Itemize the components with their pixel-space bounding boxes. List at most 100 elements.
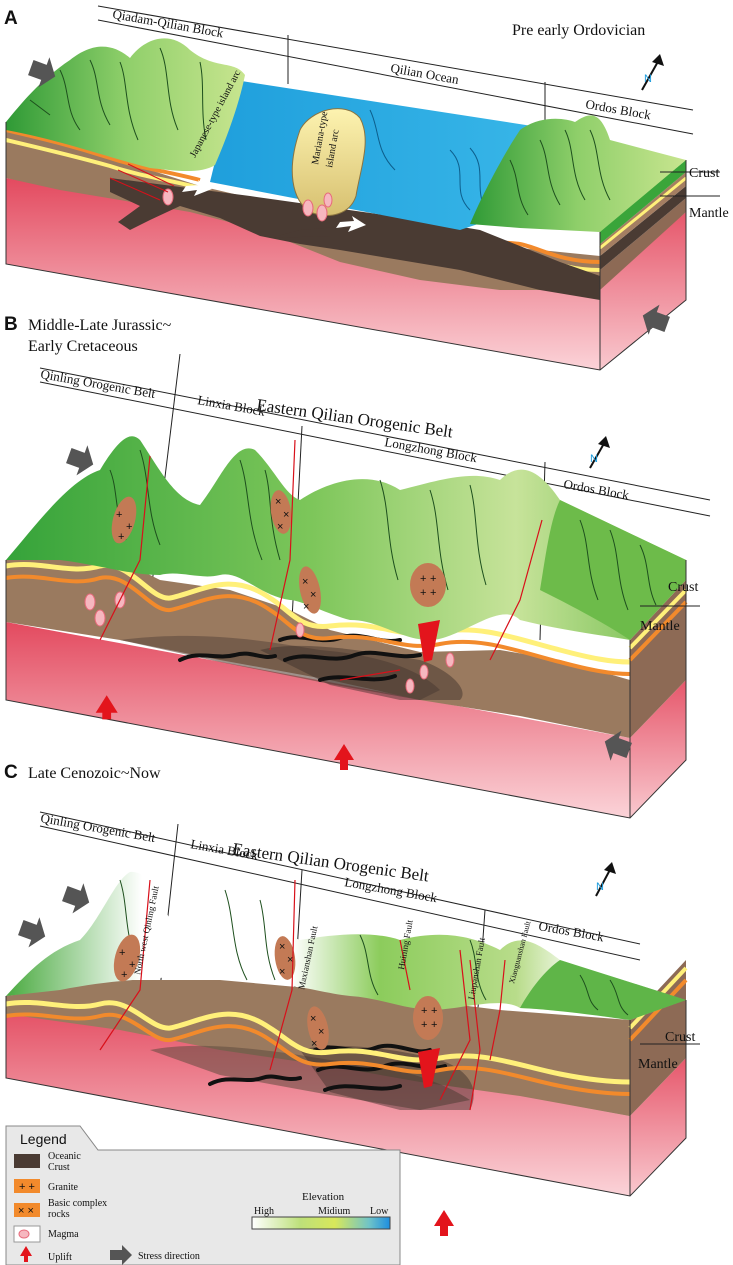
- panel-a-mantle-front: [6, 178, 600, 370]
- panel-b-belt: Eastern Qilian Orogenic Belt: [255, 395, 454, 441]
- svg-text:×: ×: [279, 941, 285, 953]
- panel-a-subduction-arrow-2: [336, 216, 366, 232]
- svg-text:×: ×: [277, 521, 283, 533]
- panel-b-block-qinling: Qinling Orogenic Belt: [39, 366, 156, 401]
- panel-a-stress-arrow-right: [642, 304, 670, 335]
- svg-text:×: ×: [303, 601, 309, 613]
- svg-text:+ +: + +: [19, 1181, 35, 1193]
- svg-text:+: +: [121, 969, 127, 981]
- svg-text:+: +: [119, 947, 125, 959]
- legend-title: Legend: [20, 1131, 67, 1147]
- panel-a: A Pre early Ordovician Qiadam-Qilian Blo…: [4, 5, 729, 371]
- legend-elevation-bar: [251, 1216, 391, 1230]
- svg-text:+: +: [421, 1005, 427, 1017]
- panel-a-right-mountain: [470, 115, 686, 232]
- panel-b-granite-bodies: [111, 490, 446, 614]
- legend-uplift-icon: [20, 1246, 32, 1262]
- svg-text:× ×: × ×: [18, 1205, 34, 1217]
- svg-text:N: N: [596, 881, 604, 893]
- panel-c-granite-bodies: [113, 934, 443, 1050]
- panel-a-header-lines: [97, 5, 694, 135]
- panel-a-subduction-arrow-1: [182, 180, 212, 196]
- legend-granite-label: Granite: [48, 1182, 79, 1193]
- panel-c-north-arrow: N: [595, 862, 616, 897]
- panel-b-title-1: Middle-Late Jurassic~: [28, 317, 172, 334]
- legend-oceanic-label-1: Oceanic: [48, 1151, 81, 1162]
- svg-text:×: ×: [311, 1038, 317, 1050]
- panel-a-side-bands: [600, 186, 686, 270]
- panel-c-belt: Eastern Qilian Orogenic Belt: [231, 839, 430, 885]
- legend-stress-icon: [110, 1245, 132, 1265]
- legend-stress-label: Stress direction: [138, 1251, 200, 1262]
- panel-c-title: Late Cenozoic~Now: [28, 765, 161, 782]
- panel-b-terrain: [6, 436, 686, 640]
- panel-a-left-mountain: [6, 38, 245, 172]
- svg-text:+: +: [431, 1005, 437, 1017]
- legend: Legend Oceanic Crust + + Granite × × Bas…: [5, 1125, 401, 1265]
- legend-magma-label: Magma: [48, 1229, 79, 1240]
- svg-text:+: +: [431, 1019, 437, 1031]
- panel-c-uplift-3: [434, 1210, 454, 1236]
- panel-b-stress-left: [66, 445, 94, 476]
- panel-a-letter: A: [4, 8, 18, 29]
- panel-b: B Middle-Late Jurassic~ Early Cretaceous…: [4, 314, 711, 819]
- panel-b-mantle-label: Mantle: [640, 619, 680, 634]
- legend-uplift-label: Uplift: [48, 1252, 72, 1263]
- panel-c-block-qinling: Qinling Orogenic Belt: [39, 810, 156, 845]
- panel-c-letter: C: [4, 762, 18, 783]
- panel-c-crust-label: Crust: [665, 1030, 695, 1045]
- legend-oceanic-swatch: [14, 1154, 40, 1168]
- svg-text:×: ×: [318, 1026, 324, 1038]
- panel-b-mantle-front: [6, 622, 630, 818]
- panel-b-stress-right: [604, 730, 632, 761]
- svg-text:+: +: [116, 509, 122, 521]
- panel-b-letter: B: [4, 314, 18, 335]
- svg-text:+: +: [420, 573, 426, 585]
- panel-c-stress-left-2: [18, 917, 46, 948]
- panel-b-uplift-2: [334, 744, 354, 770]
- svg-text:×: ×: [302, 576, 308, 588]
- legend-basic-label-2: rocks: [48, 1209, 70, 1220]
- svg-text:×: ×: [275, 496, 281, 508]
- svg-text:×: ×: [310, 589, 316, 601]
- legend-elev-mid: Midium: [318, 1206, 350, 1217]
- svg-text:N: N: [590, 453, 598, 465]
- panel-c-terrain: [6, 871, 686, 1020]
- svg-text:+: +: [129, 959, 135, 971]
- panel-a-block-qiadam: Qiadam-Qilian Block: [111, 6, 225, 40]
- legend-elevation-title: Elevation: [302, 1191, 345, 1203]
- svg-text:×: ×: [279, 966, 285, 978]
- svg-text:+: +: [126, 521, 132, 533]
- legend-basic-label-1: Basic complex: [48, 1198, 107, 1209]
- panel-a-mantle-side: [600, 212, 686, 370]
- panel-a-north-arrow: N: [641, 54, 664, 91]
- panel-a-magma: [162, 188, 333, 222]
- legend-elev-high: High: [254, 1206, 274, 1217]
- svg-text:×: ×: [310, 1013, 316, 1025]
- panel-b-mantle-side: [630, 680, 686, 818]
- svg-text:+: +: [430, 573, 436, 585]
- svg-text:×: ×: [287, 954, 293, 966]
- svg-text:+: +: [420, 587, 426, 599]
- panel-a-title: Pre early Ordovician: [512, 22, 645, 39]
- panel-c-mantle-label: Mantle: [638, 1057, 678, 1072]
- panel-a-crust-label: Crust: [689, 166, 719, 181]
- legend-oceanic-label-2: Crust: [48, 1162, 70, 1173]
- panel-a-crust-side: [600, 198, 686, 290]
- panel-b-title-2: Early Cretaceous: [28, 338, 138, 355]
- svg-text:+: +: [118, 531, 124, 543]
- panel-a-mariana-arc: [291, 108, 366, 216]
- panel-b-granite-marks: +++ ××× ××× ++++: [116, 496, 436, 613]
- svg-text:N: N: [644, 73, 652, 85]
- svg-text:+: +: [430, 587, 436, 599]
- panel-b-block-ordos: Ordos Block: [562, 476, 630, 502]
- panel-b-crust-front: [6, 560, 630, 738]
- panel-a-oceanic-slab: [110, 178, 600, 300]
- legend-basic-swatch: [14, 1203, 40, 1217]
- panel-c-mantle-side: [630, 1058, 686, 1196]
- svg-text:+: +: [421, 1019, 427, 1031]
- panel-b-north-arrow: N: [589, 436, 610, 469]
- panel-c-stress-left-1: [62, 883, 90, 914]
- panel-a-stress-arrow-left: [28, 57, 56, 88]
